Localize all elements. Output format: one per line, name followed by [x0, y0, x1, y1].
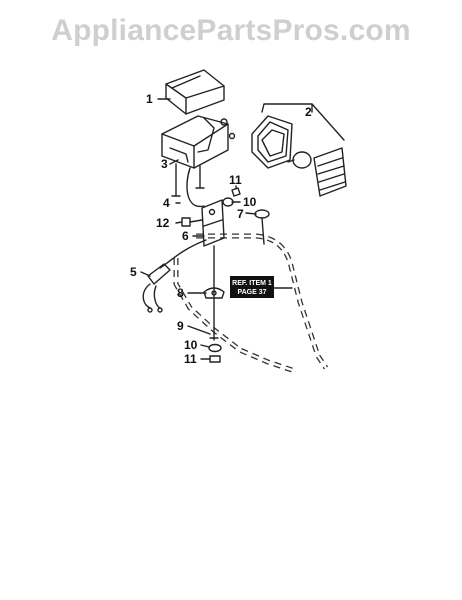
part-1-housing-cover[interactable]: [165, 69, 225, 115]
callout-9: 9: [177, 319, 184, 333]
part-6-bracket[interactable]: [201, 199, 225, 247]
reference-tag: REF. ITEM 1 PAGE 37: [230, 276, 293, 298]
part-5-wire-harness[interactable]: [142, 263, 171, 313]
frame-tube: [173, 233, 329, 373]
callout-1: 1: [146, 92, 153, 106]
part-8-clamp[interactable]: [203, 287, 225, 299]
callout-10-lower: 10: [184, 338, 198, 352]
callout-8: 8: [177, 286, 184, 300]
reference-tag-line2: PAGE 37: [237, 289, 266, 296]
watermark-logo-text: AppliancePartsPros.com: [51, 14, 411, 47]
callout-4: 4: [163, 196, 170, 210]
callout-11-lower: 11: [184, 352, 197, 366]
part-2-lens-assembly[interactable]: [251, 115, 347, 197]
part-12-bolt[interactable]: [181, 217, 203, 227]
reference-tag-line1: REF. ITEM 1: [232, 280, 272, 287]
callout-2: 2: [305, 105, 312, 119]
callout-7: 7: [237, 207, 244, 221]
callout-12: 12: [156, 216, 170, 230]
callout-11-upper: 11: [229, 173, 242, 187]
part-9-bolt[interactable]: [209, 245, 219, 341]
callout-10-upper: 10: [243, 195, 257, 209]
leader-lines: [140, 98, 345, 360]
wire-harness: [159, 239, 207, 269]
part-3-light-base[interactable]: [161, 115, 236, 169]
wire-lead: [186, 167, 205, 207]
part-11-nut-lower[interactable]: [209, 355, 221, 363]
part-10-washer-lower[interactable]: [208, 343, 222, 353]
callout-3: 3: [161, 157, 168, 171]
callout-5: 5: [130, 265, 137, 279]
callout-6: 6: [182, 229, 189, 243]
part-4-screws[interactable]: [171, 163, 205, 197]
